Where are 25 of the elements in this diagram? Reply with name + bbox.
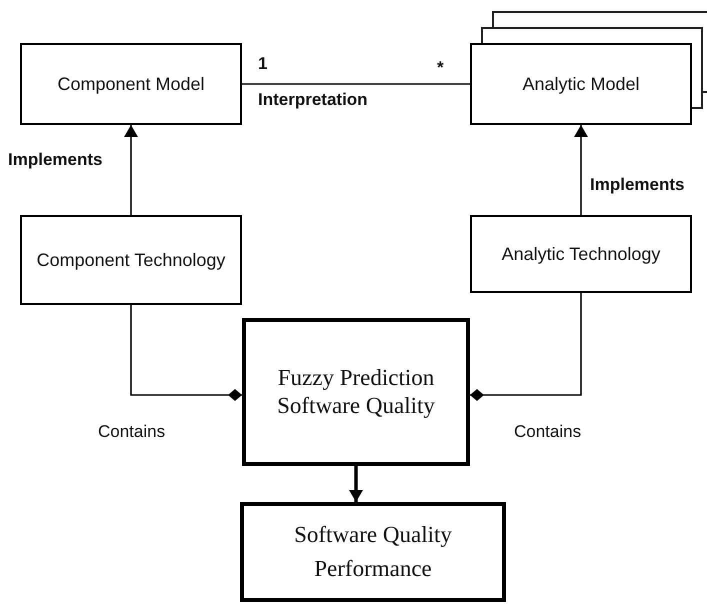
- connector: [124, 125, 138, 215]
- node-text: Component Model: [57, 72, 205, 96]
- class-box: [242, 318, 470, 466]
- class-box: [240, 502, 506, 602]
- connector: [470, 293, 582, 401]
- multiplicity-label: *: [437, 58, 444, 78]
- class-box: [470, 215, 692, 293]
- connector: [130, 305, 242, 401]
- connector: [242, 83, 470, 85]
- connector: [574, 125, 588, 215]
- connector: [349, 466, 363, 502]
- edge-label: Interpretation: [258, 90, 368, 110]
- node-text: Analytic Technology: [502, 242, 660, 266]
- node-text: Analytic Model: [522, 72, 640, 96]
- class-box: [20, 215, 242, 305]
- class-box: [470, 43, 692, 125]
- edge-label: Contains: [514, 422, 582, 442]
- edge-label: Contains: [98, 422, 166, 442]
- node-text: Fuzzy Prediction Software Quality: [276, 364, 436, 420]
- node-text: Software Quality Performance: [293, 520, 453, 583]
- edge-label: Implements: [590, 175, 684, 195]
- multiplicity-label: 1: [258, 54, 268, 74]
- class-box: [20, 43, 242, 125]
- edge-label: Implements: [8, 150, 102, 170]
- node-text: Component Technology: [36, 248, 226, 272]
